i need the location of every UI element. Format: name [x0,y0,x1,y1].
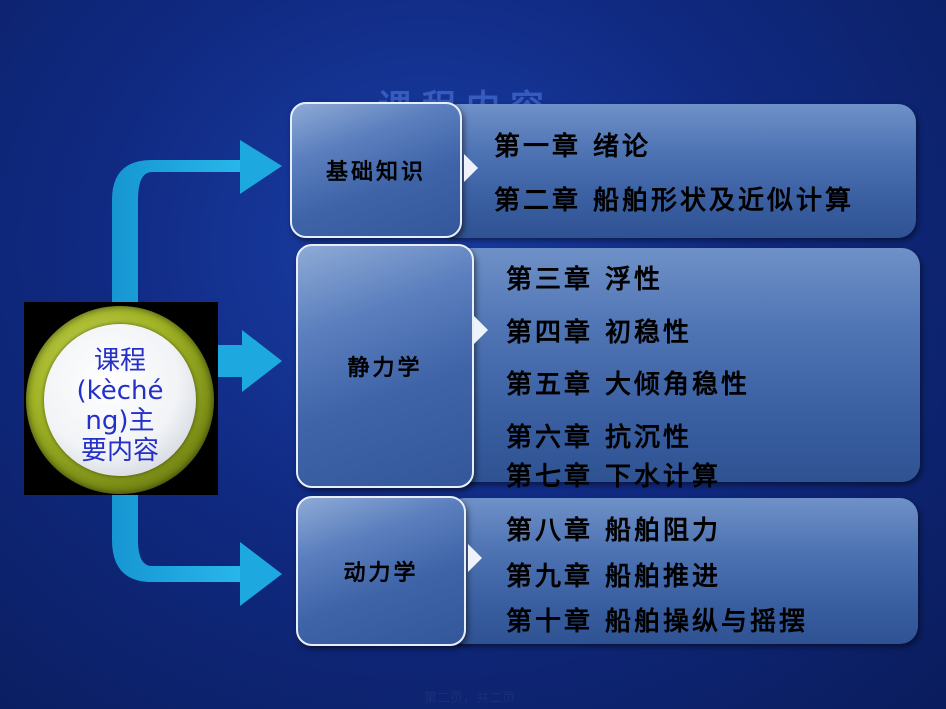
chapter-7: 第七章 下水计算 [506,462,722,492]
category-dynamics-label: 动力学 [343,560,419,586]
chapter-5: 第五章 大倾角稳性 [506,370,751,400]
chevron-right-icon [474,316,488,344]
arrowhead-statics [242,330,282,392]
chapter-2: 第二章 船舶形状及近似计算 [494,186,855,216]
category-basics-label: 基础知识 [325,159,426,185]
arrow-to-dynamics [112,490,240,582]
chapter-9: 第九章 船舶推进 [506,562,722,592]
chevron-right-icon [468,544,482,572]
chapter-4: 第四章 初稳性 [506,318,693,348]
badge-inner [44,324,196,476]
arrowhead-basics [240,140,282,194]
chapter-3: 第三章 浮性 [506,265,664,295]
panel-basics [440,104,916,238]
category-statics-label: 静力学 [347,355,423,381]
chapter-8: 第八章 船舶阻力 [506,516,722,546]
category-statics[interactable]: 静力学 [296,244,474,488]
badge-line-3: ng)主 [85,406,155,436]
chapter-6: 第六章 抗沉性 [506,423,693,453]
badge-line-4: 要内容 [80,436,159,466]
badge-line-2: (kèché [76,376,164,406]
arrow-to-statics [214,345,244,377]
badge-line-1: 课程 [93,346,146,376]
panel-statics [450,248,920,482]
arrow-to-basics [112,160,240,310]
category-basics[interactable]: 基础知识 [290,102,462,238]
category-dynamics[interactable]: 动力学 [296,496,466,646]
chevron-right-icon [464,154,478,182]
arrowhead-dynamics [240,542,282,606]
page-indicator: 第二页，共二页 [424,691,516,706]
panel-dynamics [446,498,918,644]
badge-label: 课程 (kèché ng)主 要内容 [44,346,196,466]
chapter-1: 第一章 绪论 [494,132,652,162]
chapter-10: 第十章 船舶操纵与摇摆 [506,607,809,637]
